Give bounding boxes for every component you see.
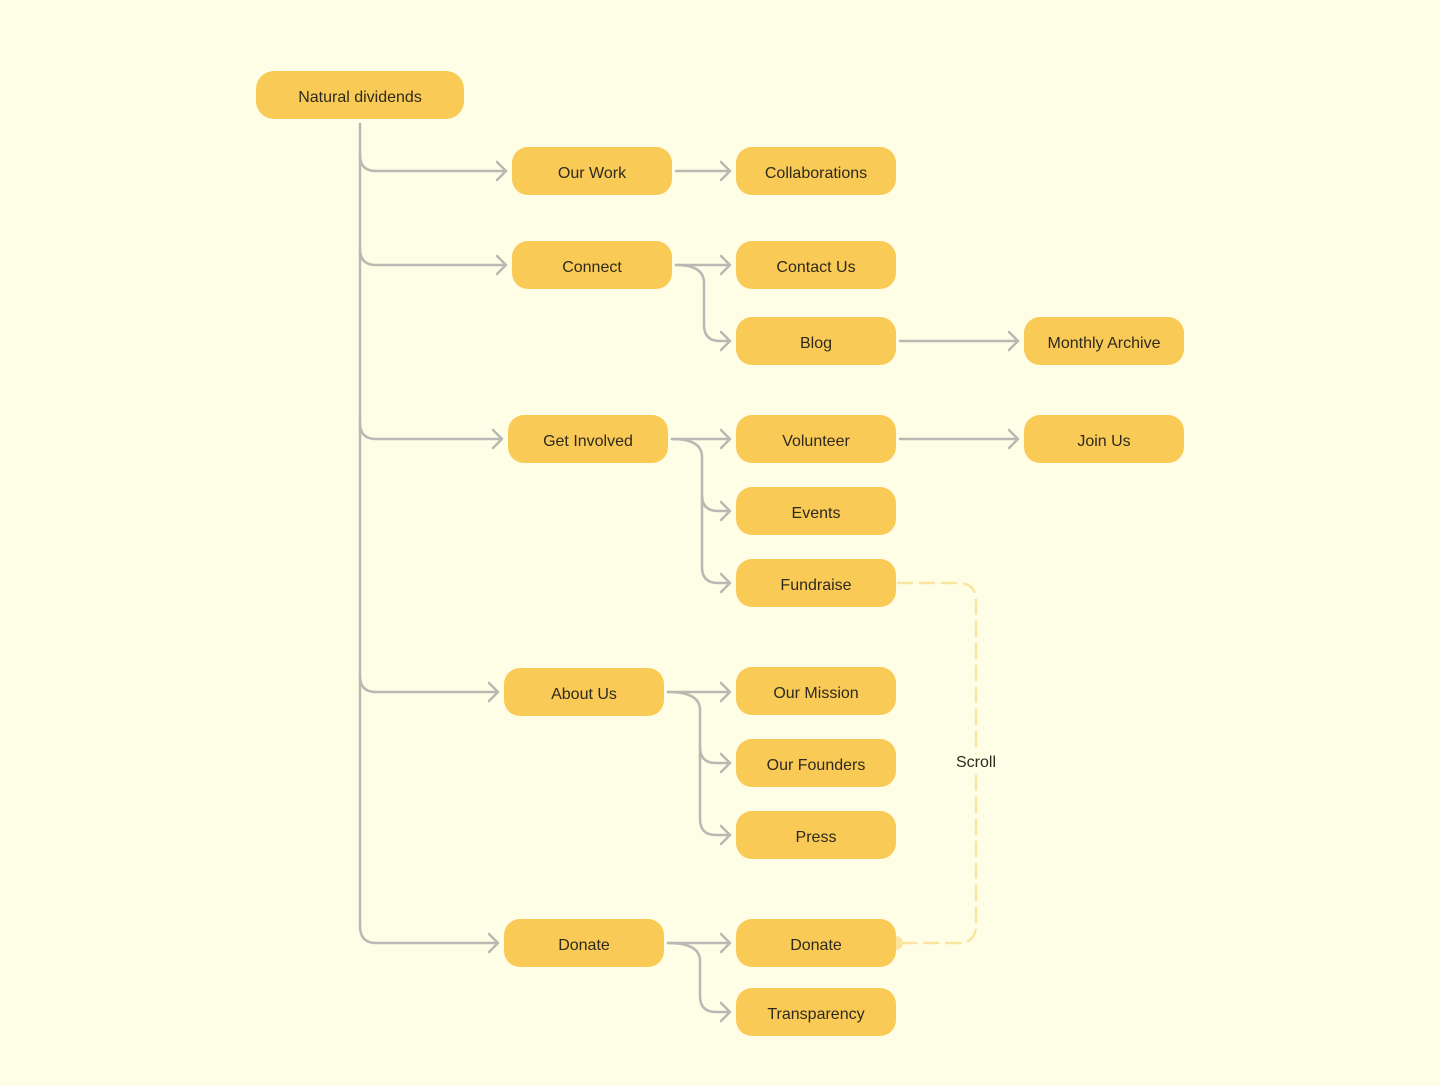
node-our-founders[interactable]: Our Founders — [736, 739, 896, 787]
edge-root-connect — [358, 247, 508, 276]
node-donate[interactable]: Donate — [736, 919, 896, 967]
edge-root-our-work — [358, 153, 508, 182]
edge-get-involved-fundraise — [700, 493, 732, 594]
edge-root-get-involved — [358, 421, 504, 450]
node-collaborations[interactable]: Collaborations — [736, 147, 896, 195]
node-our-work[interactable]: Our Work — [512, 147, 672, 195]
node-volunteer[interactable]: Volunteer — [736, 415, 896, 463]
edge-connect-blog — [674, 263, 732, 352]
node-monthly-archive[interactable]: Monthly Archive — [1024, 317, 1184, 365]
node-about-us[interactable]: About Us — [504, 668, 664, 716]
node-transparency[interactable]: Transparency — [736, 988, 896, 1036]
node-connect[interactable]: Connect — [512, 241, 672, 289]
node-get-involved[interactable]: Get Involved — [508, 415, 668, 463]
edge-donate-transparency — [666, 941, 732, 1023]
edge-root-about-us — [358, 674, 500, 703]
scroll-link-label: Scroll — [940, 754, 1012, 772]
node-root[interactable]: Natural dividends — [256, 71, 464, 119]
node-events[interactable]: Events — [736, 487, 896, 535]
edge-root-donate — [358, 924, 500, 954]
edge-volunteer-join — [898, 428, 1020, 450]
node-fundraise[interactable]: Fundraise — [736, 559, 896, 607]
node-press[interactable]: Press — [736, 811, 896, 859]
edge-blog-archive — [898, 330, 1020, 352]
node-donate-section[interactable]: Donate — [504, 919, 664, 967]
node-join-us[interactable]: Join Us — [1024, 415, 1184, 463]
edge-our-work-collaborations — [674, 160, 732, 182]
node-blog[interactable]: Blog — [736, 317, 896, 365]
node-our-mission[interactable]: Our Mission — [736, 667, 896, 715]
edge-about-press — [698, 745, 732, 846]
node-contact-us[interactable]: Contact Us — [736, 241, 896, 289]
